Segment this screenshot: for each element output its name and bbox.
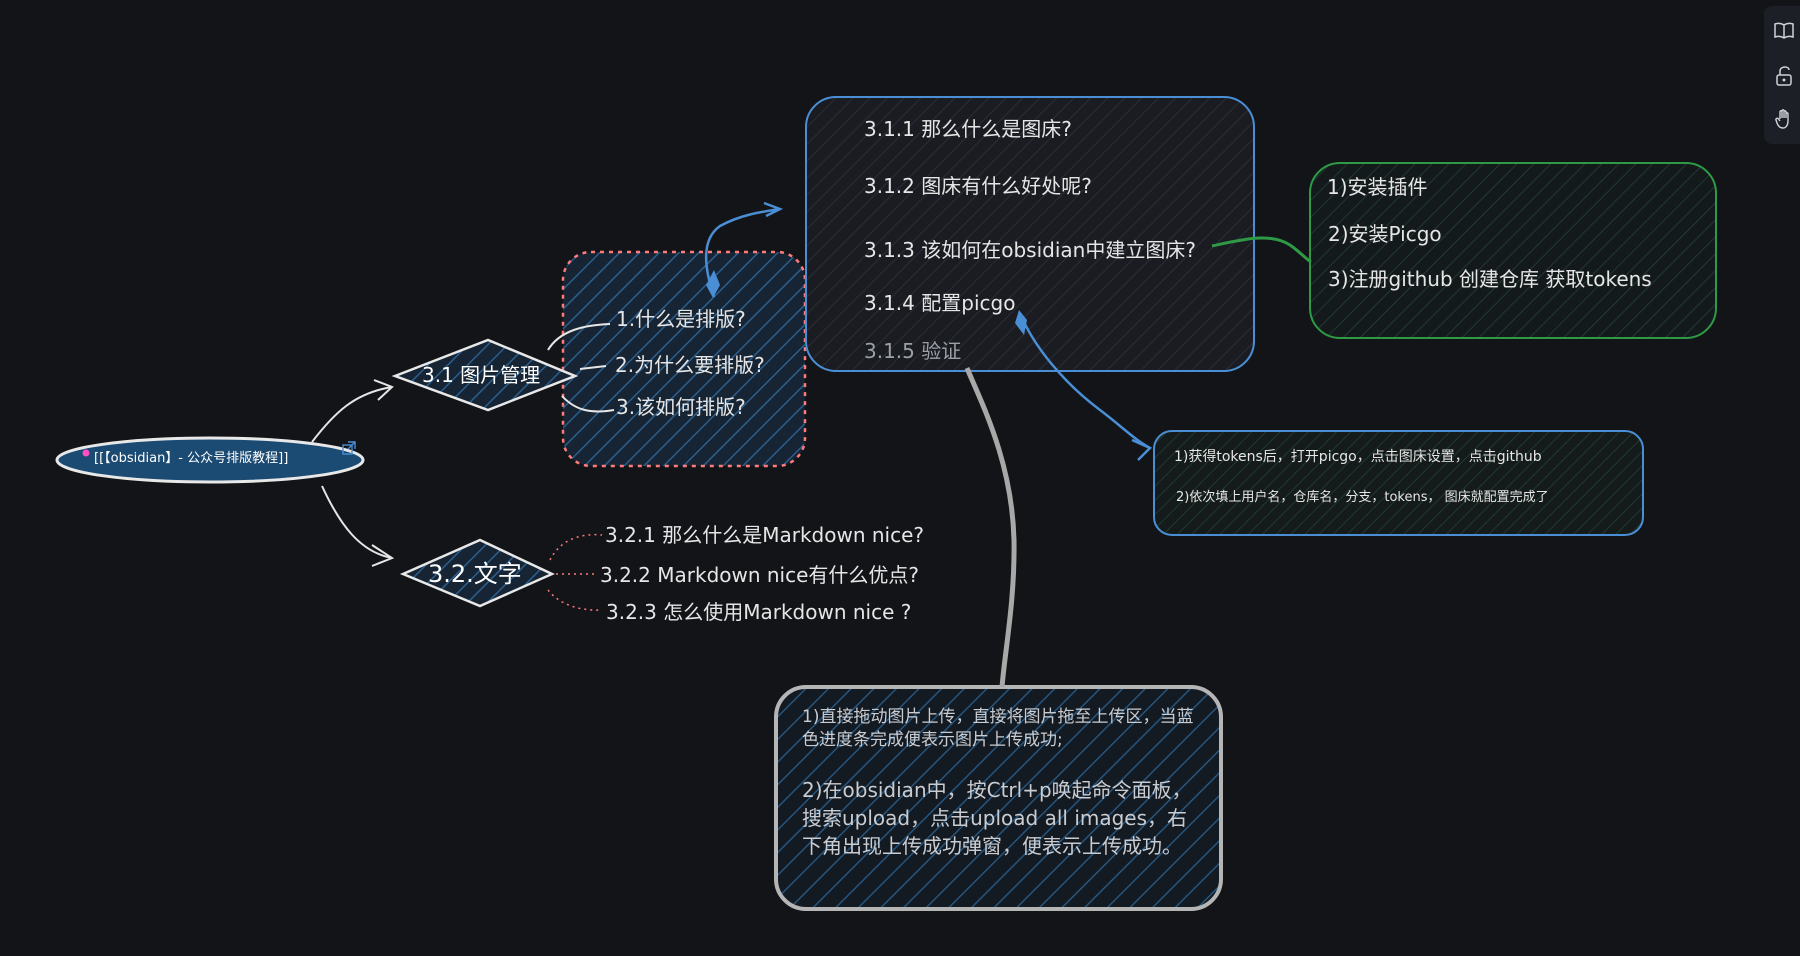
config-step-1[interactable]: 1)获得tokens后，打开picgo，点击图床设置，点击github bbox=[1174, 449, 1542, 465]
verify-step-2[interactable]: 2)在obsidian中，按Ctrl+p唤起命令面板，搜索upload，点击up… bbox=[802, 778, 1192, 858]
branch1-item-2[interactable]: 2.为什么要排版? bbox=[615, 353, 765, 377]
topics-box[interactable] bbox=[805, 96, 1255, 372]
branch2-item-3[interactable]: 3.2.3 怎么使用Markdown nice ? bbox=[606, 600, 912, 624]
arrowhead-config bbox=[1131, 438, 1153, 461]
branch1-item-3[interactable]: 3.该如何排版? bbox=[616, 395, 746, 419]
connector-root-branch1 bbox=[311, 386, 393, 443]
connector-branch2-item1 bbox=[549, 533, 603, 561]
arrowhead-branch1 bbox=[373, 379, 394, 401]
root-status-dot bbox=[82, 449, 90, 457]
verify-steps-box[interactable] bbox=[774, 685, 1223, 911]
hand-icon[interactable] bbox=[1773, 108, 1795, 130]
branch1-item-1[interactable]: 1.什么是排版? bbox=[616, 307, 746, 331]
topic-item-1[interactable]: 3.1.1 那么什么是图床? bbox=[864, 117, 1072, 141]
canvas-toolbar bbox=[1764, 6, 1800, 144]
connector-frame-topics bbox=[704, 207, 781, 298]
verify-step-1[interactable]: 1)直接拖动图片上传，直接将图片拖至上传区，当蓝色进度条完成便表示图片上传成功; bbox=[802, 707, 1194, 750]
branch2-item-1[interactable]: 3.2.1 那么什么是Markdown nice? bbox=[605, 523, 925, 547]
book-icon[interactable] bbox=[1773, 20, 1795, 42]
topic-item-3[interactable]: 3.1.3 该如何在obsidian中建立图床? bbox=[864, 238, 1196, 262]
topic-item-5[interactable]: 3.1.5 验证 bbox=[864, 339, 962, 363]
connector-topic4-config bbox=[1022, 321, 1151, 450]
connector-branch1-item1 bbox=[547, 323, 611, 351]
install-step-3[interactable]: 3)注册github 创建仓库 获取tokens bbox=[1328, 267, 1652, 291]
connector-topic3-install bbox=[1211, 236, 1312, 264]
branch2-node-shape[interactable] bbox=[399, 538, 556, 608]
connector-topic4-config-start bbox=[1015, 310, 1027, 335]
branch1-subitems-frame bbox=[561, 250, 807, 468]
branch1-title[interactable]: 3.1 图片管理 bbox=[422, 363, 541, 387]
branch1-node-shape[interactable] bbox=[391, 338, 579, 412]
arrowhead-topics bbox=[763, 201, 784, 218]
unlock-icon[interactable] bbox=[1773, 65, 1795, 87]
install-steps-box[interactable] bbox=[1309, 162, 1717, 339]
connector-root-branch2 bbox=[321, 485, 393, 559]
connector-branch1-item3 bbox=[561, 395, 615, 413]
branch2-item-2[interactable]: 3.2.2 Markdown nice有什么优点? bbox=[600, 563, 920, 587]
root-node-shape[interactable] bbox=[55, 436, 365, 484]
arrowhead-branch2 bbox=[371, 544, 395, 567]
topic-item-4[interactable]: 3.1.4 配置picgo bbox=[864, 291, 1016, 315]
branch2-title[interactable]: 3.2.文字 bbox=[428, 560, 522, 588]
connector-branch1-item2 bbox=[579, 365, 607, 370]
config-step-2[interactable]: 2)依次填上用户名，仓库名，分支，tokens， 图床就配置完成了 bbox=[1176, 490, 1549, 505]
install-step-1[interactable]: 1)安装插件 bbox=[1327, 175, 1428, 199]
root-node-label[interactable]: [[【obsidian】- 公众号排版教程]] bbox=[94, 451, 289, 466]
config-steps-box[interactable] bbox=[1153, 430, 1644, 536]
connector-frame-topics-start bbox=[706, 270, 720, 298]
topic-item-2[interactable]: 3.1.2 图床有什么好处呢? bbox=[864, 174, 1092, 198]
install-step-2[interactable]: 2)安装Picgo bbox=[1328, 222, 1442, 246]
external-link-icon[interactable] bbox=[342, 441, 356, 455]
connector-branch2-item3 bbox=[547, 589, 603, 611]
connector-topic5-verify bbox=[964, 367, 1017, 688]
